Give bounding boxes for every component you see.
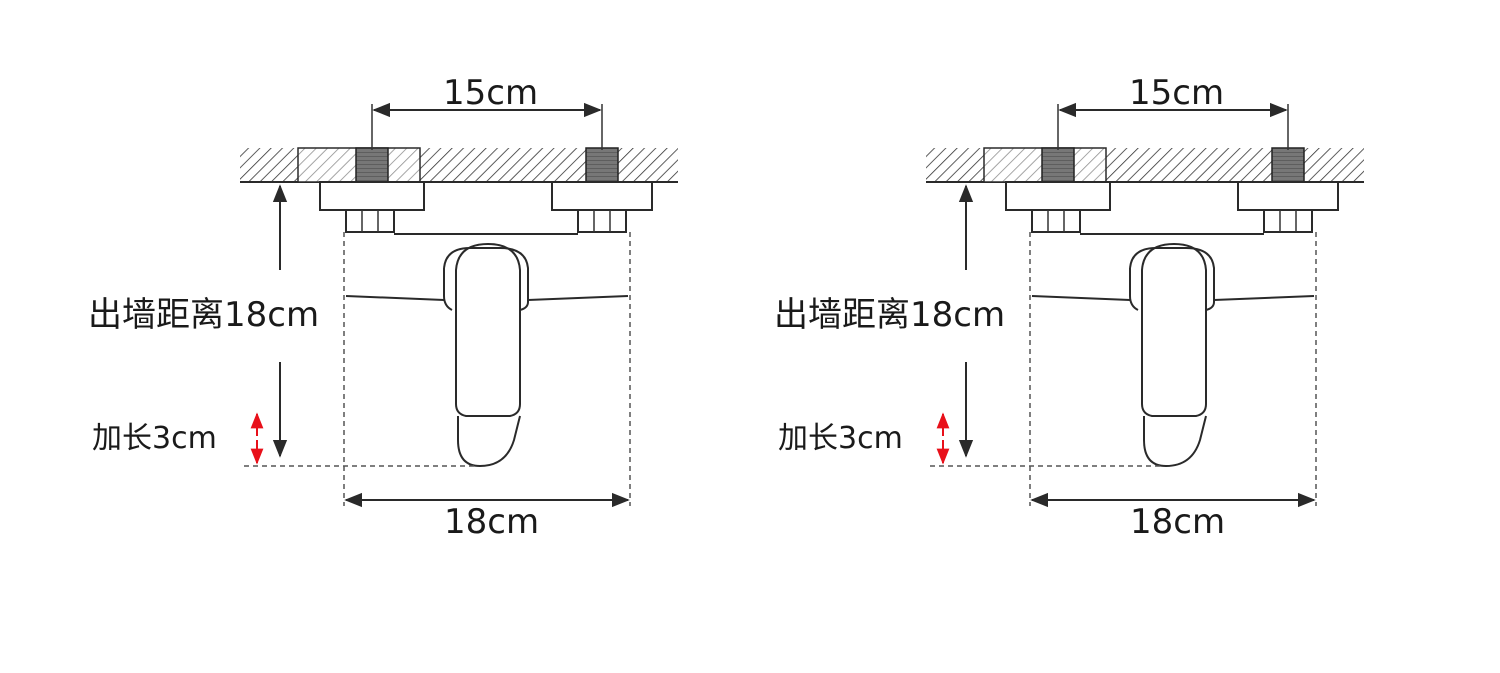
wall-distance-label: 出墙距离18cm bbox=[88, 295, 319, 335]
extension-label: 加长3cm bbox=[92, 421, 217, 456]
pipe-spacing-label: 15cm bbox=[443, 73, 538, 113]
body-width-label: 18cm bbox=[444, 502, 539, 542]
faucet-diagram-right: 15cm 出墙距离18cm 加长3cm 18cm bbox=[774, 73, 1364, 542]
wall-distance-label: 出墙距离18cm bbox=[774, 295, 1005, 335]
extension-label: 加长3cm bbox=[778, 421, 903, 456]
faucet-diagram-left: 15cm 出墙距离18cm 加长3cm 18cm bbox=[88, 73, 678, 542]
pipe-spacing-label: 15cm bbox=[1129, 73, 1224, 113]
body-width-label: 18cm bbox=[1130, 502, 1225, 542]
